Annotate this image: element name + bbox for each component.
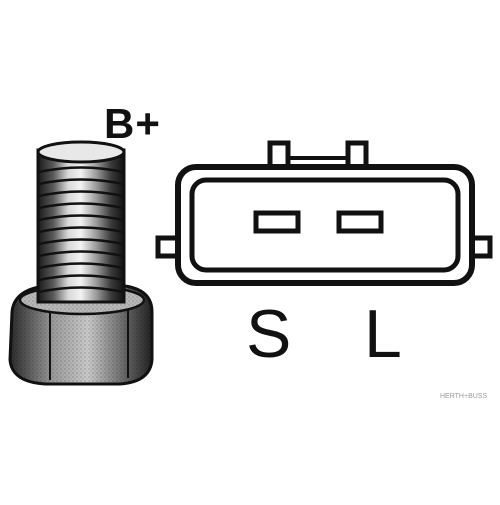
- stud-thread-lines: [38, 166, 124, 294]
- watermark: HERTH+BUSS: [440, 393, 488, 400]
- s-terminal-label: S: [246, 296, 292, 372]
- stud-thread-line: [38, 262, 124, 270]
- connector-pin-s: [253, 210, 301, 234]
- stud-thread-line: [38, 166, 124, 174]
- stud-thread-line: [38, 214, 124, 222]
- stud-thread-line: [38, 178, 124, 186]
- stud-shaft: [36, 148, 126, 304]
- stud-thread-line: [38, 202, 124, 210]
- stud-thread-line: [38, 286, 124, 294]
- l-terminal-label: L: [364, 296, 402, 372]
- connector-housing-inner: [189, 177, 461, 273]
- connector-pin-l: [336, 210, 384, 234]
- threaded-stud-terminal-icon: [8, 140, 154, 386]
- stud-thread-line: [38, 190, 124, 198]
- stud-thread-line: [38, 274, 124, 282]
- stud-thread-line: [38, 238, 124, 246]
- two-pin-plug-connector-icon: [155, 140, 493, 286]
- stud-thread-line: [38, 250, 124, 258]
- stud-thread-line: [38, 226, 124, 234]
- stud-shaft-top: [36, 140, 126, 164]
- b-plus-label: B+: [104, 100, 161, 147]
